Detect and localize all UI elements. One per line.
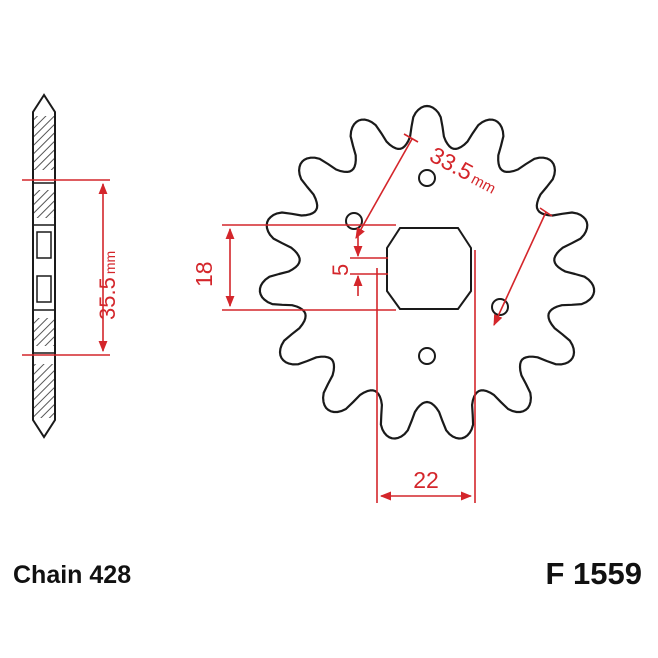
side-profile	[32, 93, 56, 439]
sprocket-face	[258, 104, 596, 440]
side-hub-window-lower	[36, 275, 52, 303]
spline-height-dimension	[222, 224, 396, 311]
bolt-hole-top	[418, 169, 436, 187]
side-hatch-upper	[34, 190, 54, 218]
bolt-hole-bottom	[418, 347, 436, 365]
bolt-hole-left	[345, 212, 363, 230]
chain-width-label: 35.5mm	[95, 251, 120, 320]
offset-label: 5	[328, 264, 353, 276]
spline-height-label: 18	[191, 261, 217, 287]
side-hatch-lower	[34, 318, 54, 346]
side-hatch-bottom	[34, 364, 54, 418]
bore-dimension	[376, 250, 476, 503]
side-hatch-top	[34, 116, 54, 170]
side-hub-window-upper	[36, 231, 52, 259]
offset-dimension	[350, 236, 388, 296]
chain-width-dimension	[22, 179, 110, 356]
spline-bore	[386, 227, 472, 310]
bore-label: 22	[413, 467, 439, 493]
bolt-circle-dimension	[355, 133, 553, 327]
chain-label: Chain 428	[13, 561, 132, 589]
part-number: F 1559	[545, 556, 642, 591]
